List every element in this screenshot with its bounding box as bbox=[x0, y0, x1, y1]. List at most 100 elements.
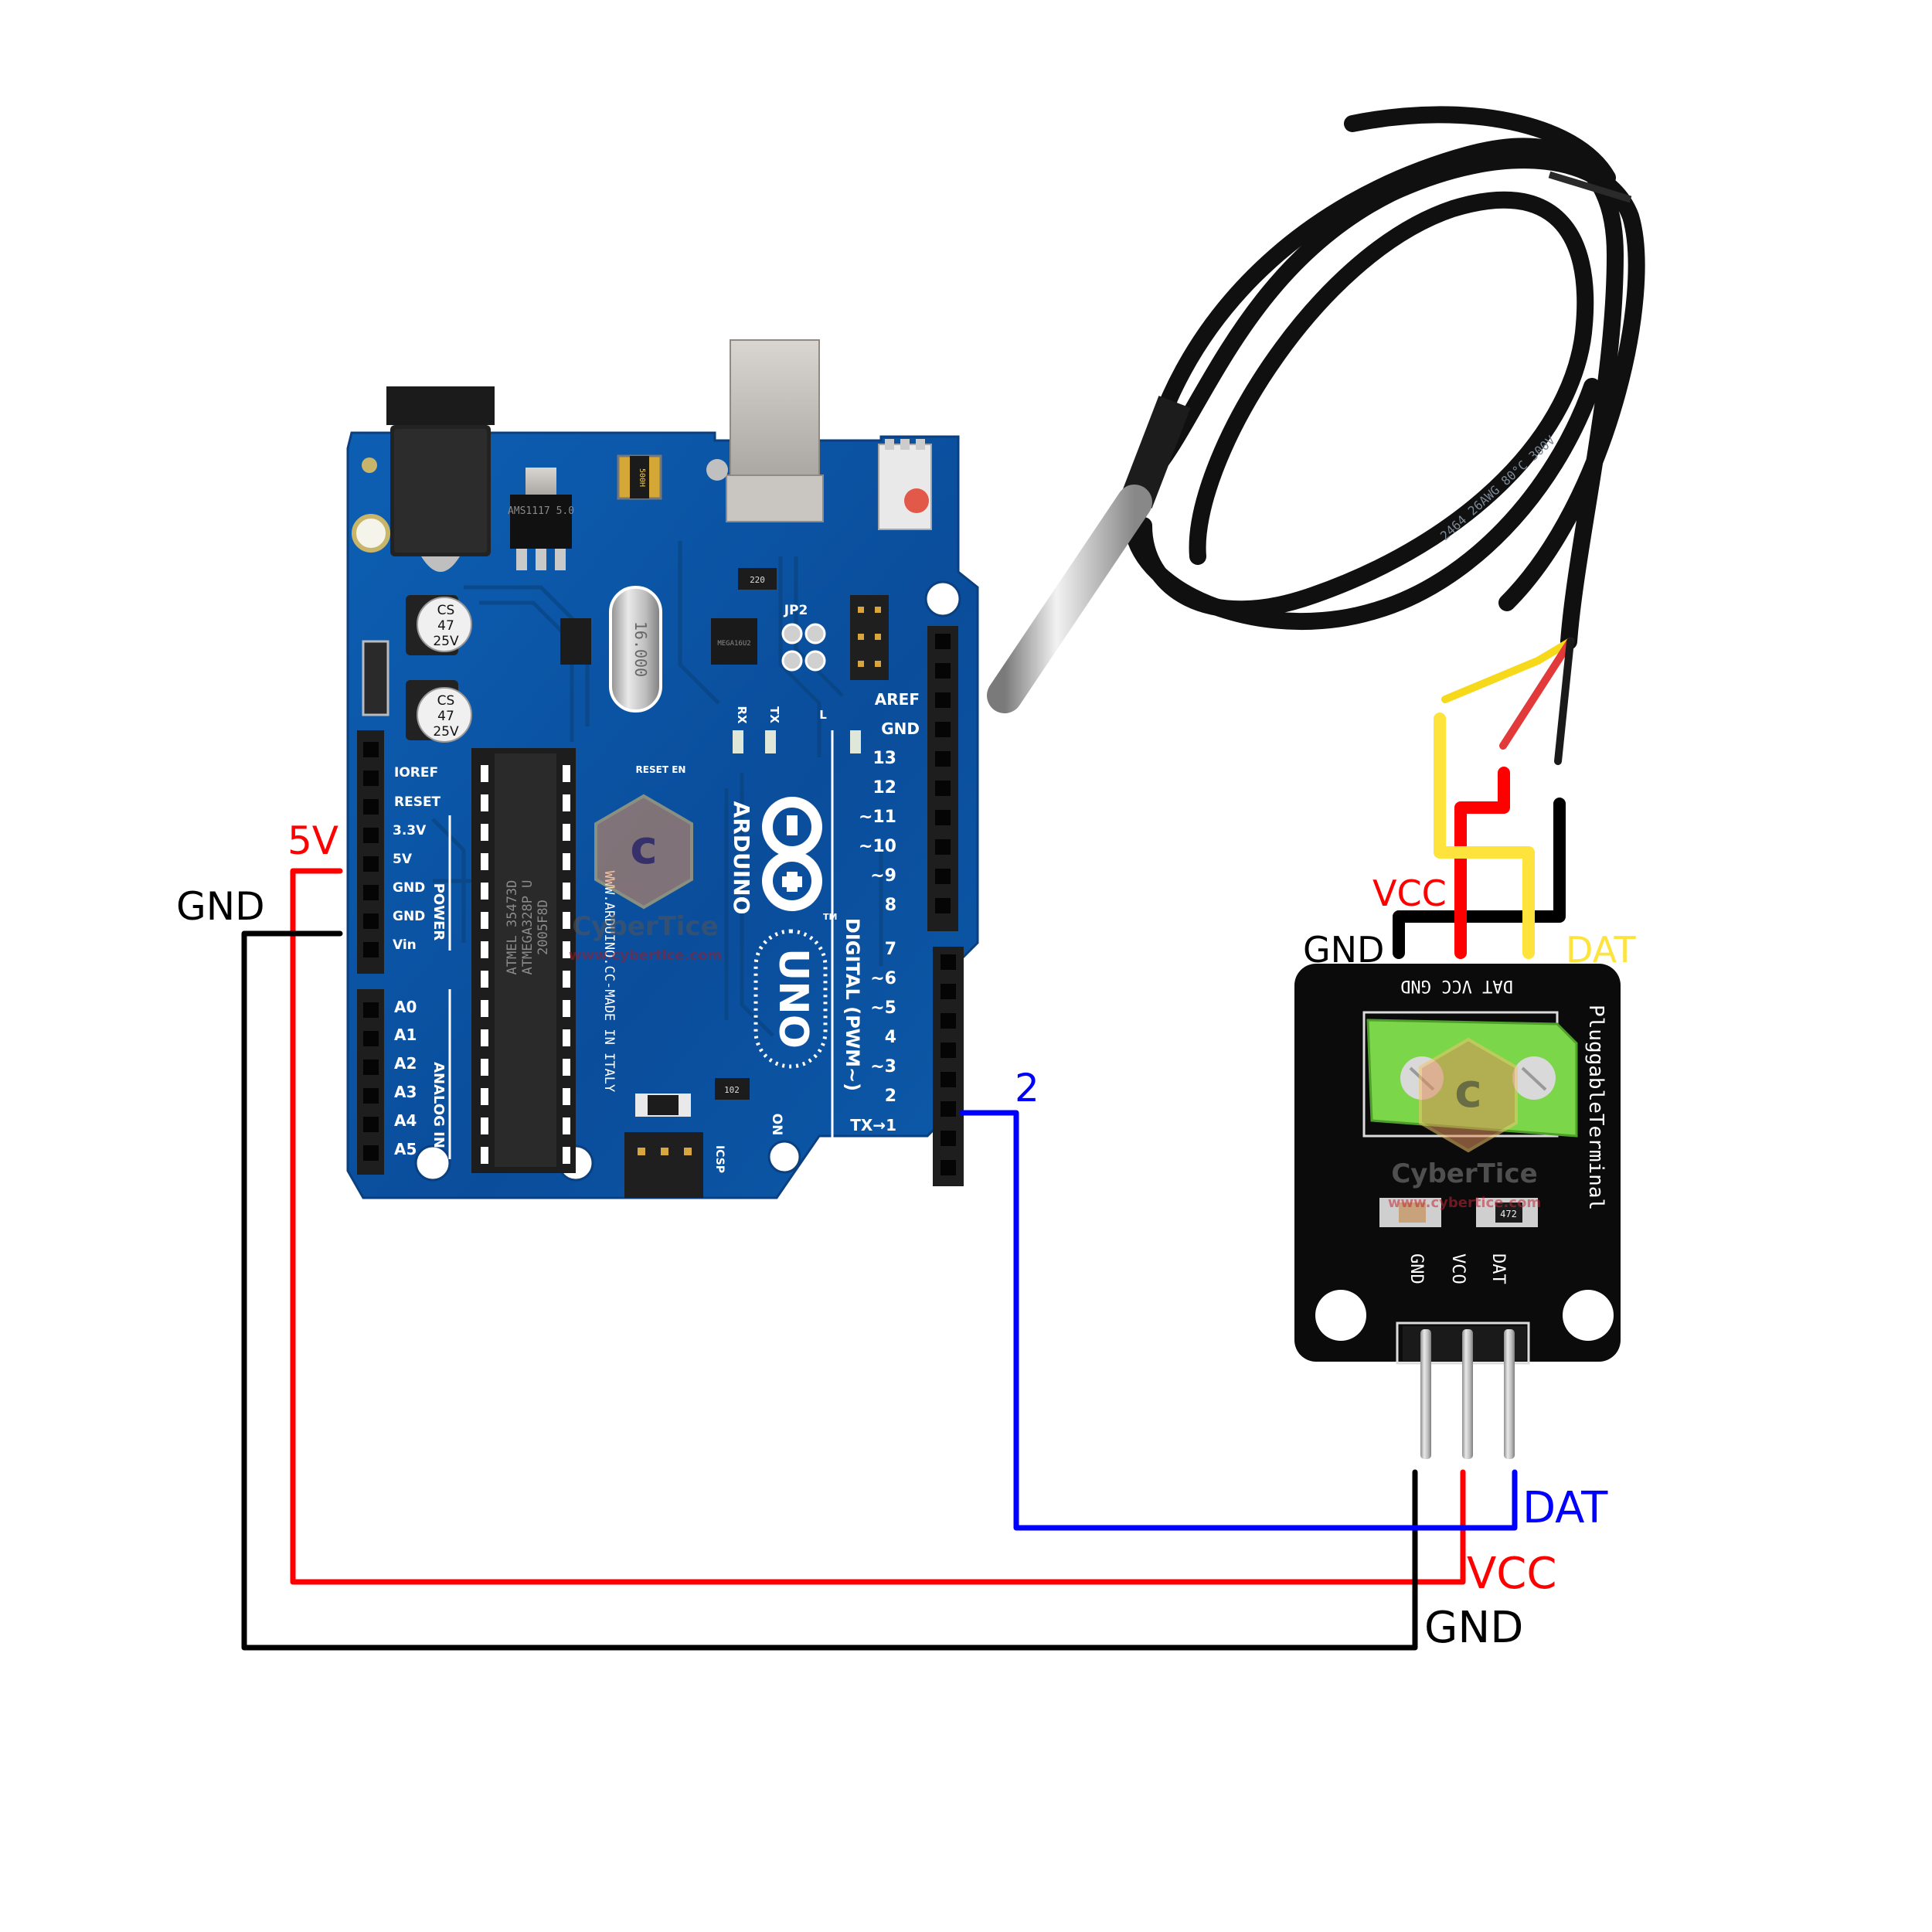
watermark-module: c CyberTice www.cybertice.com bbox=[1388, 1037, 1541, 1211]
watermark-arduino: c CyberTice www.cybertice.com bbox=[569, 794, 722, 964]
header-socket-hole[interactable] bbox=[363, 942, 379, 957]
header-socket-hole[interactable] bbox=[940, 1160, 956, 1175]
probe-cable bbox=[1128, 106, 1645, 650]
cap2-line2: 47 bbox=[437, 709, 454, 724]
pin-label-aref: AREF bbox=[875, 690, 920, 709]
header-socket-hole[interactable] bbox=[363, 856, 379, 872]
module-pin-label-dat: DAT bbox=[1488, 1253, 1508, 1284]
jp2-label: JP2 bbox=[784, 603, 808, 618]
label-arduino-pin2: 2 bbox=[1015, 1066, 1039, 1111]
digital-header-title: DIGITAL (PWM~) bbox=[842, 918, 863, 1091]
header-socket-hole[interactable] bbox=[935, 634, 951, 649]
header-socket-hole[interactable] bbox=[363, 770, 379, 786]
header-socket-hole[interactable] bbox=[363, 1031, 379, 1046]
cap1-line1: CS bbox=[437, 603, 455, 618]
watermark-url-2: www.cybertice.com bbox=[1388, 1195, 1541, 1211]
chip-line1: ATMEL 35473D bbox=[505, 880, 520, 975]
probe-to-terminal-wires bbox=[1393, 713, 1566, 959]
pin-label-11: ~11 bbox=[859, 808, 896, 827]
fuse-label: 500H bbox=[638, 468, 646, 487]
reset-en-label: RESET EN bbox=[636, 764, 686, 775]
polyfuse: 500H bbox=[617, 454, 662, 500]
pin-label-reset: RESET bbox=[394, 794, 441, 810]
tx-led-label: TX bbox=[767, 706, 781, 723]
label-probe-gnd: GND bbox=[1303, 929, 1384, 971]
header-socket-hole[interactable] bbox=[935, 663, 951, 679]
header-socket-hole[interactable] bbox=[363, 1145, 379, 1161]
header-socket-hole[interactable] bbox=[940, 984, 956, 999]
small-ic bbox=[560, 618, 591, 665]
cap1-line2: 47 bbox=[437, 618, 454, 634]
pin-label-0: RX←0 bbox=[849, 1145, 897, 1164]
mount-hole bbox=[414, 1145, 451, 1182]
watermark-brand: CyberTice bbox=[572, 911, 718, 942]
icsp-header-bottom bbox=[624, 1132, 703, 1198]
cap2-line3: 25V bbox=[433, 724, 459, 740]
header-socket-hole[interactable] bbox=[363, 913, 379, 929]
power-header bbox=[357, 730, 384, 974]
pin-label-ioref: IOREF bbox=[394, 765, 438, 781]
arduino-brand-text: ARDUINO bbox=[729, 801, 754, 915]
plus-glyph-h bbox=[782, 876, 802, 887]
wire-gnd-to-gnd[interactable] bbox=[241, 930, 1418, 1651]
module-smd-resistor-body bbox=[1495, 1202, 1522, 1223]
pin-label-6: ~6 bbox=[870, 969, 896, 988]
header-socket-hole[interactable] bbox=[363, 885, 379, 900]
probe-dat-wire-route bbox=[1434, 713, 1535, 959]
wire-5v-to-vcc[interactable] bbox=[290, 868, 1466, 1585]
module-top-pin-labels: DAT VCC GND bbox=[1400, 976, 1513, 995]
header-socket-hole[interactable] bbox=[935, 898, 951, 913]
icsp-label: ICSP bbox=[713, 1145, 726, 1173]
jp2-pads bbox=[781, 623, 826, 672]
header-socket-hole[interactable] bbox=[363, 1002, 379, 1018]
header-socket-hole[interactable] bbox=[940, 1072, 956, 1087]
header-socket-hole[interactable] bbox=[935, 781, 951, 796]
pin-label-vin: Vin bbox=[393, 937, 417, 953]
pin-label-a1: A1 bbox=[394, 1026, 417, 1044]
header-socket-hole[interactable] bbox=[363, 1117, 379, 1132]
header-socket-hole[interactable] bbox=[935, 810, 951, 825]
probe-wire-yellow bbox=[1441, 638, 1574, 703]
header-socket-hole[interactable] bbox=[363, 1088, 379, 1104]
label-arduino-gnd: GND bbox=[176, 884, 265, 929]
header-socket-hole[interactable] bbox=[935, 839, 951, 855]
header-socket-hole[interactable] bbox=[363, 828, 379, 843]
module-mount-hole bbox=[1563, 1290, 1614, 1341]
cap2-line1: CS bbox=[437, 693, 455, 709]
header-socket-hole[interactable] bbox=[935, 751, 951, 767]
watermark-brand-2: CyberTice bbox=[1391, 1158, 1537, 1189]
module-pin-vcc[interactable] bbox=[1462, 1329, 1473, 1459]
trademark-text: TM bbox=[823, 912, 837, 922]
watermark-url: www.cybertice.com bbox=[569, 947, 722, 964]
cap1-line3: 25V bbox=[433, 634, 459, 649]
wire-pin2-to-dat[interactable] bbox=[959, 1110, 1518, 1531]
header-socket-hole[interactable] bbox=[935, 692, 951, 708]
pin-label-gnd-1: GND bbox=[393, 880, 425, 896]
header-socket-hole[interactable] bbox=[940, 954, 956, 970]
header-socket-hole[interactable] bbox=[363, 799, 379, 815]
probe-gnd-wire-route bbox=[1393, 798, 1566, 959]
chip-line2: ATMEGA328P U bbox=[520, 880, 536, 975]
header-socket-hole[interactable] bbox=[935, 869, 951, 884]
smd-resistor-102 bbox=[715, 1078, 750, 1100]
header-socket-hole[interactable] bbox=[940, 1101, 956, 1117]
label-arduino-5v: 5V bbox=[287, 818, 338, 863]
header-socket-hole[interactable] bbox=[363, 1060, 379, 1075]
header-socket-hole[interactable] bbox=[363, 742, 379, 757]
pin-label-8: 8 bbox=[885, 896, 896, 915]
reset-button[interactable] bbox=[878, 439, 932, 530]
module-pin-dat[interactable] bbox=[1504, 1329, 1515, 1459]
pcb-traces bbox=[431, 541, 883, 1037]
mount-hole bbox=[924, 580, 961, 617]
header-socket-hole[interactable] bbox=[940, 1013, 956, 1029]
power-pin-labels: IOREF RESET 3.3V 5V GND GND Vin bbox=[393, 765, 441, 953]
header-socket-hole[interactable] bbox=[940, 1131, 956, 1146]
module-pin-gnd[interactable] bbox=[1420, 1329, 1431, 1459]
header-socket-hole[interactable] bbox=[935, 722, 951, 737]
usb-interface-chip: MEGA16U2 bbox=[711, 618, 757, 665]
digital-pin-labels-top: AREF GND 13 12 ~11 ~10 ~9 8 bbox=[859, 690, 920, 915]
svg-text:c: c bbox=[1454, 1064, 1482, 1118]
header-socket-hole[interactable] bbox=[940, 1043, 956, 1058]
module-side-text: PluggableTerminal bbox=[1584, 1005, 1607, 1210]
